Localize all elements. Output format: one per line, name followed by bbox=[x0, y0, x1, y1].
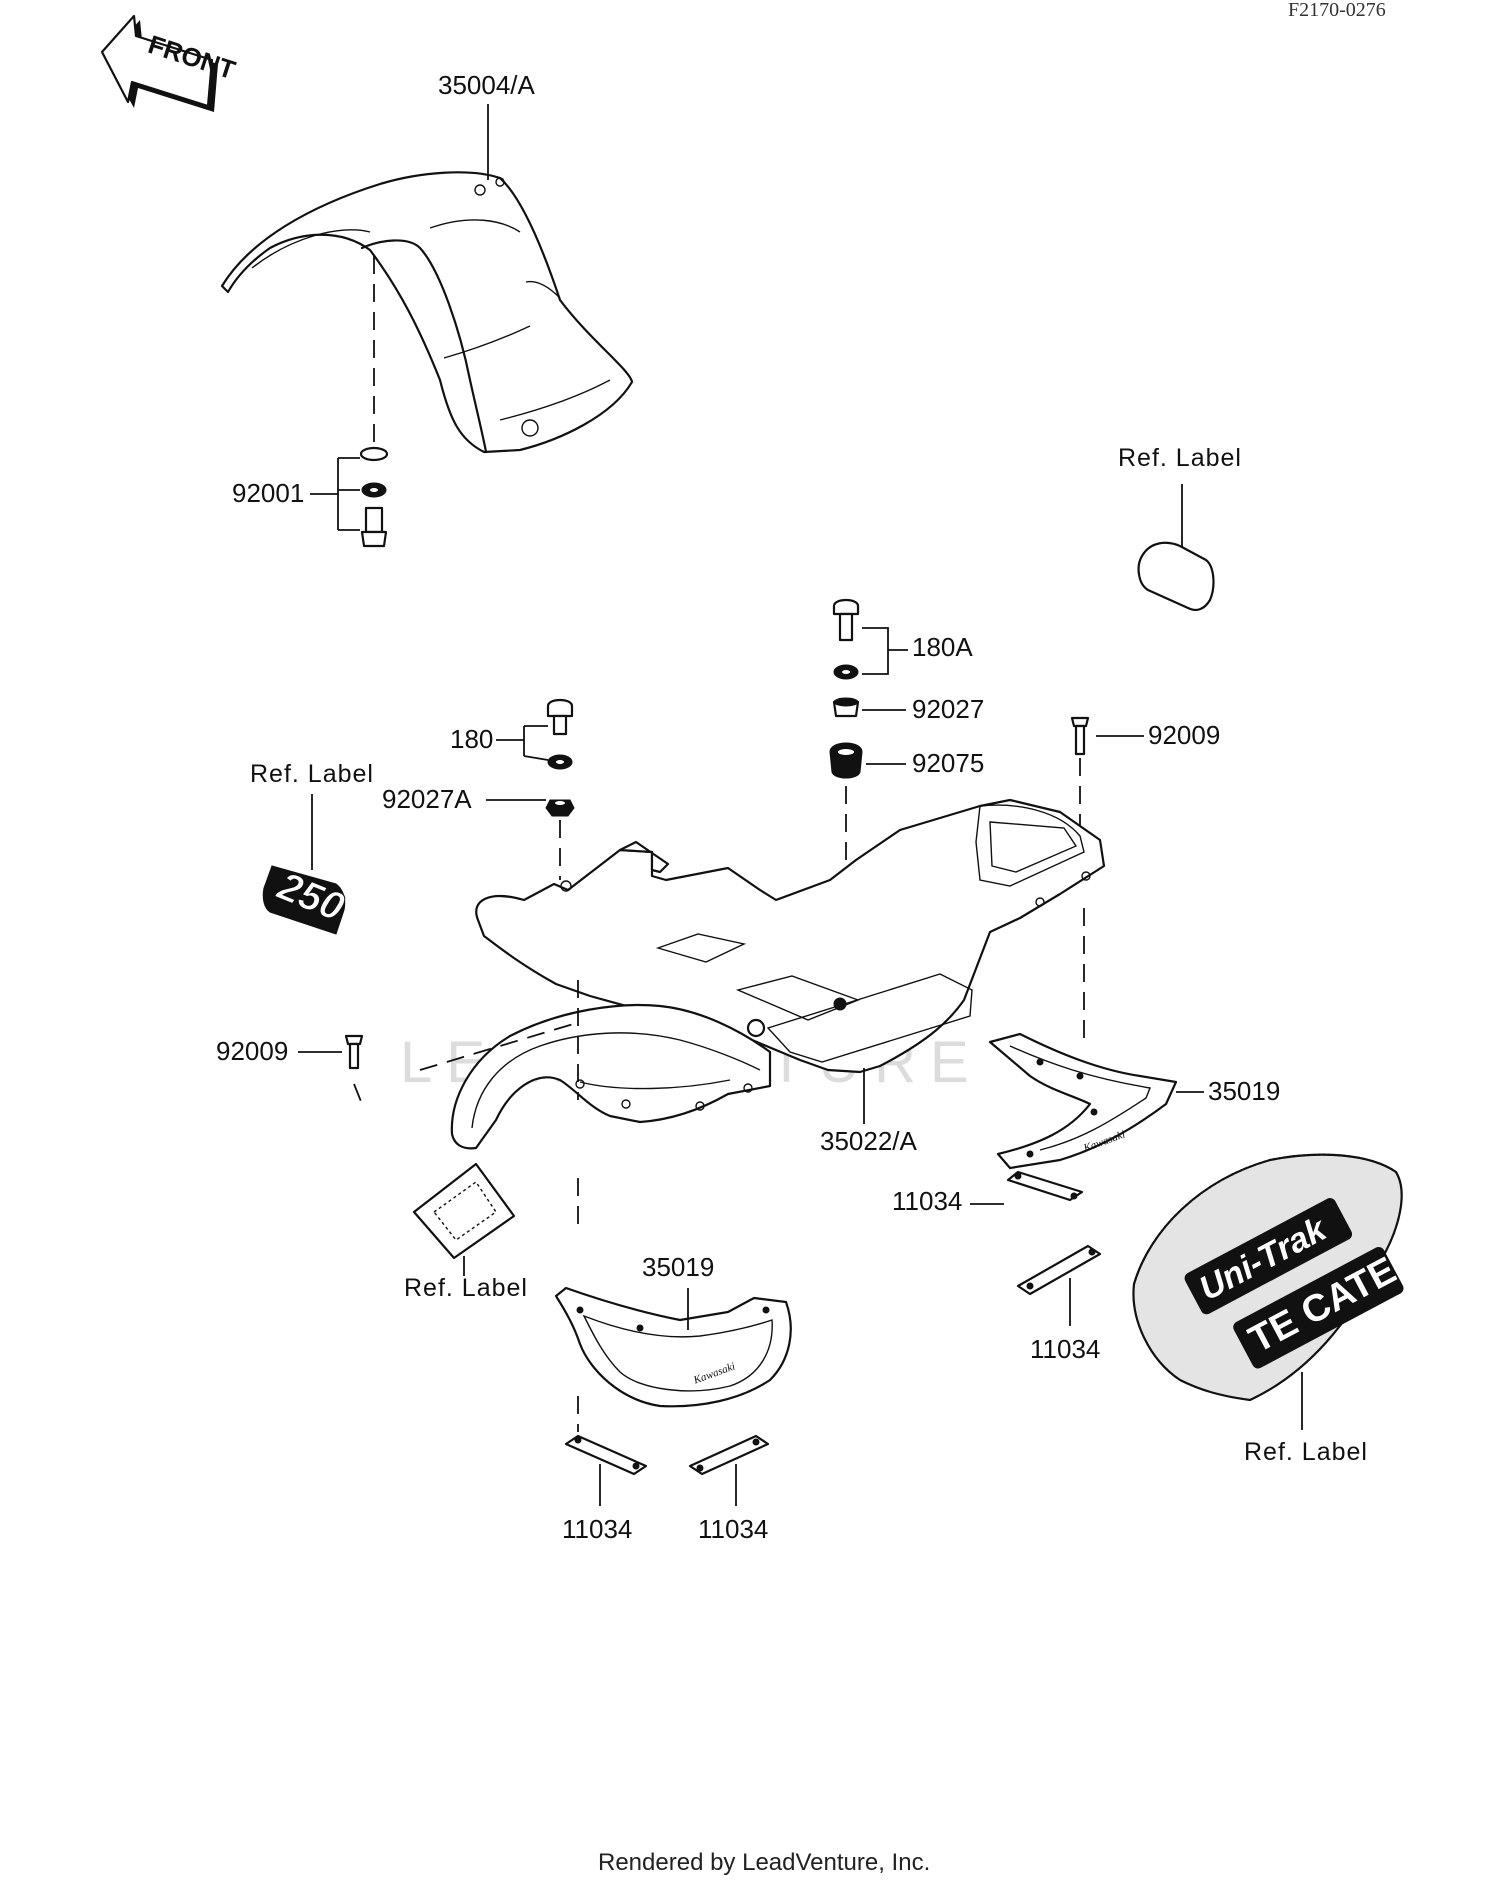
ref-label-250[interactable]: Ref. Label bbox=[250, 760, 374, 788]
part-number-180a[interactable]: 180A bbox=[912, 632, 973, 662]
bolt-set-180a[interactable] bbox=[832, 598, 860, 680]
collar-92027[interactable] bbox=[832, 697, 860, 718]
rear-fender[interactable] bbox=[450, 798, 1106, 1150]
diagram-code: F2170-0276 bbox=[1288, 0, 1386, 21]
seat-decal[interactable]: Uni-Trak TE CATE bbox=[1132, 1153, 1405, 1402]
ref-label-seat[interactable]: Ref. Label bbox=[1244, 1438, 1368, 1466]
bracket-leader bbox=[496, 725, 549, 761]
bolt-set-92001[interactable] bbox=[359, 256, 389, 548]
bracket-leader bbox=[862, 627, 908, 675]
plate-11034-left-b[interactable] bbox=[688, 1434, 770, 1476]
part-number-35004a[interactable]: 35004/A bbox=[438, 70, 536, 100]
part-number-180[interactable]: 180 bbox=[450, 724, 493, 754]
bracket-leader bbox=[310, 457, 360, 531]
part-number-35019-right[interactable]: 35019 bbox=[1208, 1076, 1280, 1106]
part-number-35019-left[interactable]: 35019 bbox=[642, 1252, 714, 1282]
mud-flap-right[interactable]: Kawasaki bbox=[988, 1032, 1178, 1170]
part-number-92075[interactable]: 92075 bbox=[912, 748, 984, 778]
part-number-11034-right-upper[interactable]: 11034 bbox=[892, 1186, 962, 1216]
part-number-92027[interactable]: 92027 bbox=[912, 694, 984, 724]
plate-11034-right-upper[interactable] bbox=[1006, 1170, 1084, 1202]
decal-250[interactable]: 250 bbox=[262, 863, 351, 935]
part-number-92009-right[interactable]: 92009 bbox=[1148, 720, 1220, 750]
plate-11034-right-lower[interactable] bbox=[1016, 1244, 1102, 1296]
part-number-11034-left-b[interactable]: 11034 bbox=[698, 1514, 768, 1544]
part-number-11034-right-lower[interactable]: 11034 bbox=[1030, 1334, 1100, 1364]
part-number-11034-left-a[interactable]: 11034 bbox=[562, 1514, 632, 1544]
ref-label-top-right[interactable]: Ref. Label bbox=[1118, 444, 1242, 472]
footer-credit: Rendered by LeadVenture, Inc. bbox=[598, 1849, 930, 1876]
bolt-set-180[interactable] bbox=[546, 698, 574, 770]
front-fender[interactable] bbox=[220, 171, 634, 454]
part-number-92009-left[interactable]: 92009 bbox=[216, 1036, 288, 1066]
collar-92027a[interactable] bbox=[545, 799, 575, 880]
ref-label-decal[interactable] bbox=[1137, 541, 1215, 611]
front-direction-arrow-icon: FRONT bbox=[100, 14, 239, 112]
mud-flap-left[interactable]: Kawasaki bbox=[554, 1286, 792, 1408]
part-number-92001[interactable]: 92001 bbox=[232, 478, 304, 508]
plate-11034-left-a[interactable] bbox=[564, 1434, 648, 1476]
ref-label-decal-lower-left[interactable] bbox=[412, 1162, 516, 1260]
part-number-92027a[interactable]: 92027A bbox=[382, 784, 472, 814]
ref-label-lower-left[interactable]: Ref. Label bbox=[404, 1274, 528, 1302]
screw-92009-left[interactable] bbox=[344, 1021, 581, 1105]
part-number-35022a[interactable]: 35022/A bbox=[820, 1126, 918, 1156]
